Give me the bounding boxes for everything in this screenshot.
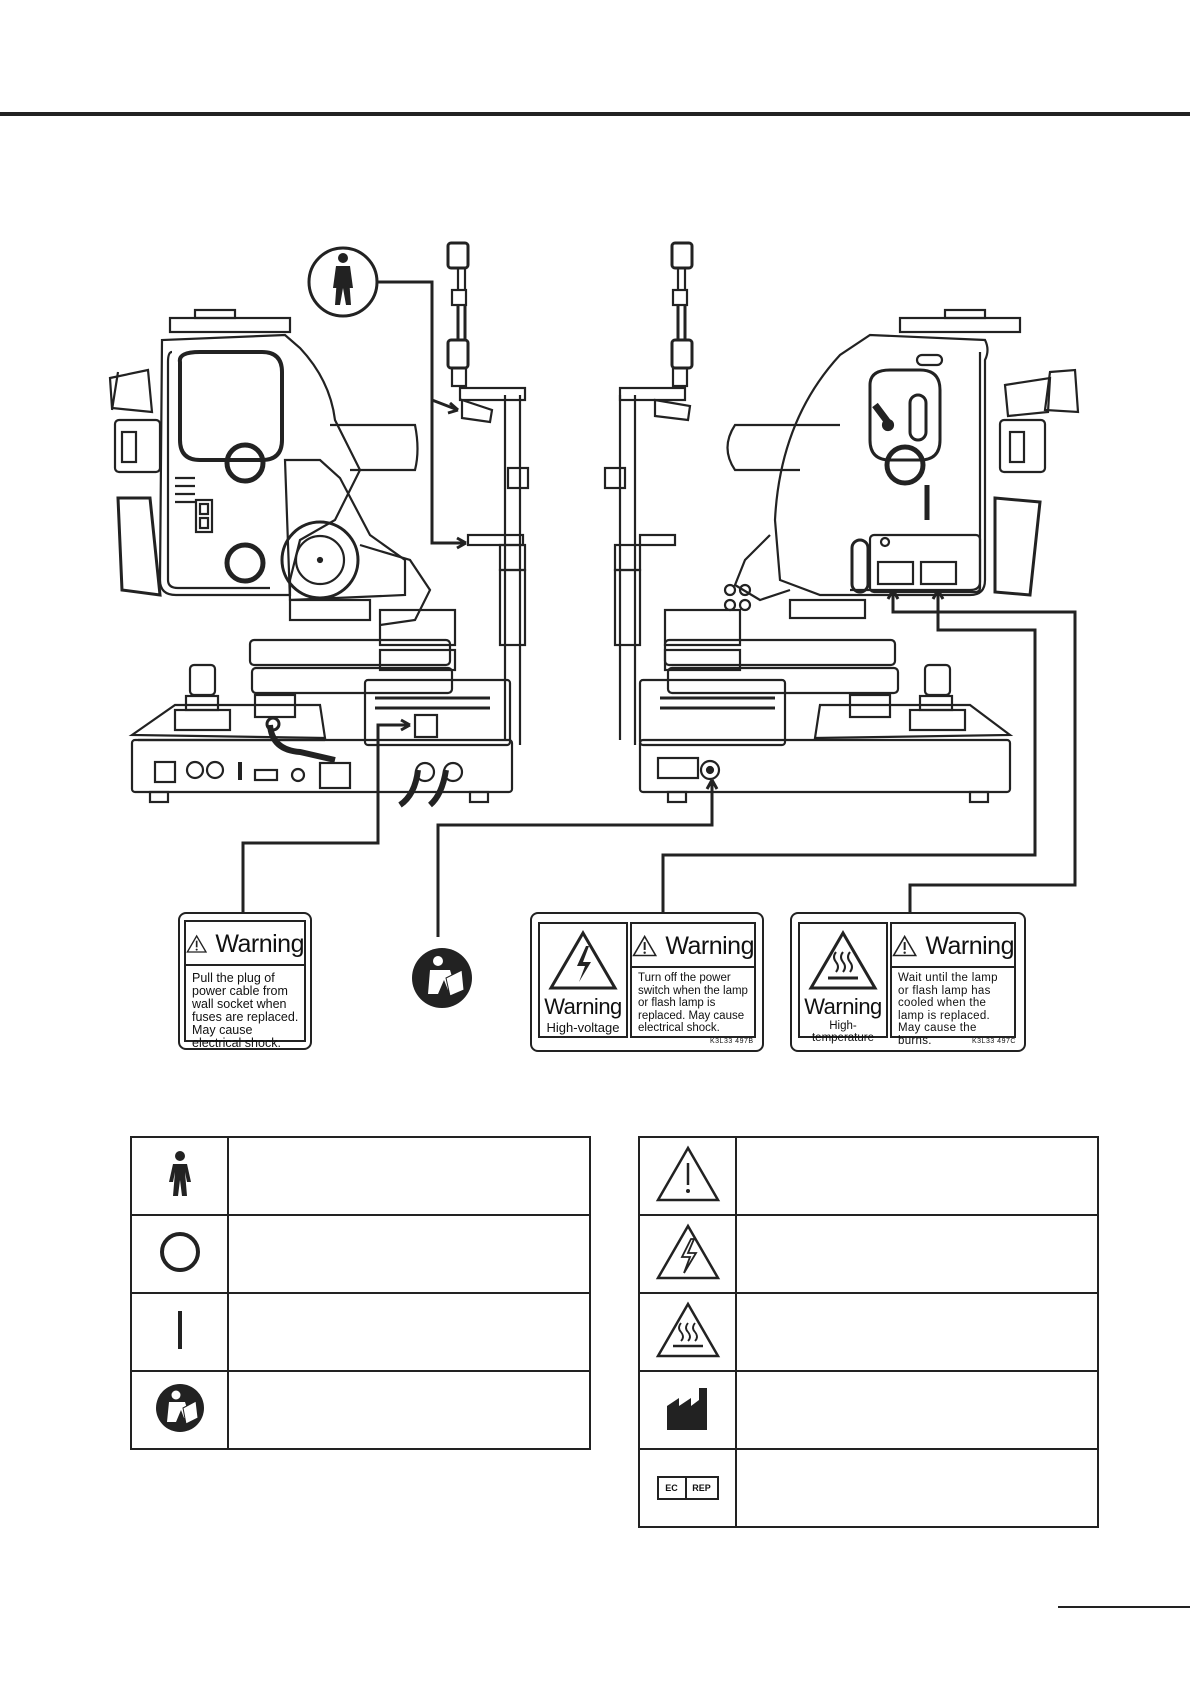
type-b-applied-part-callout	[307, 246, 379, 318]
legend-row: EC REP	[639, 1448, 1098, 1527]
power-plug-warning-text: Pull the plug of power cable from wall s…	[192, 971, 299, 1050]
manufacturer-icon	[666, 1387, 707, 1430]
ec-rep-text-ec: EC	[659, 1478, 687, 1498]
general-warning-icon	[655, 1144, 720, 1201]
hot-surface-icon	[655, 1300, 720, 1357]
symbol-legend-left	[130, 1136, 591, 1450]
high-temperature-symbol-sub: High-temperature	[811, 1020, 874, 1044]
header-rule	[0, 112, 1190, 116]
power-plug-warning-label: Warning Pull the plug of power cable fro…	[178, 912, 312, 1050]
power-off-icon	[159, 1231, 200, 1272]
high-voltage-symbol-word: Warning	[544, 994, 622, 1019]
footer-rule	[1058, 1606, 1190, 1608]
right-device-view	[603, 241, 1080, 804]
high-voltage-warning-text: Turn off the power switch when the lamp …	[638, 972, 748, 1034]
warning-heading: Warning	[665, 931, 754, 960]
type-b-applied-part-icon	[168, 1150, 191, 1196]
high-voltage-icon	[548, 930, 618, 990]
high-voltage-symbol-sub: High-voltage	[546, 1020, 620, 1035]
power-on-icon	[177, 1310, 182, 1349]
read-manual-callout	[412, 948, 472, 1008]
high-temperature-warning-text: Wait until the lamp or flash lamp has co…	[898, 972, 998, 1047]
ec-rep-text-rep: REP	[692, 1483, 711, 1493]
legend-row	[639, 1292, 1098, 1371]
general-warning-icon	[186, 934, 208, 953]
read-manual-icon	[155, 1383, 204, 1432]
legend-row	[131, 1137, 590, 1215]
high-voltage-icon	[655, 1222, 720, 1279]
general-warning-icon	[892, 934, 918, 957]
high-voltage-warning-label: Warning High-voltage Warning Turn off th…	[530, 912, 764, 1052]
symbol-legend-right: EC REP	[638, 1136, 1099, 1528]
high-temperature-symbol-word: Warning	[804, 994, 882, 1019]
legend-row	[131, 1214, 590, 1293]
general-warning-icon	[632, 934, 658, 957]
hot-surface-icon	[808, 930, 878, 990]
label-part-code: K3L33 497B	[710, 1038, 754, 1045]
legend-row	[639, 1214, 1098, 1293]
left-device-view	[108, 241, 530, 808]
warning-heading: Warning	[215, 929, 304, 958]
legend-row	[131, 1370, 590, 1449]
legend-row	[639, 1137, 1098, 1215]
leader-lines	[241, 280, 1077, 937]
ec-rep-icon: EC REP	[656, 1476, 719, 1500]
label-part-code: K3L33 497C	[972, 1038, 1016, 1045]
warning-heading: Warning	[925, 931, 1014, 960]
legend-row	[131, 1292, 590, 1371]
legend-row	[639, 1370, 1098, 1449]
high-temperature-warning-label: Warning High-temperature Warning Wait un…	[790, 912, 1026, 1052]
